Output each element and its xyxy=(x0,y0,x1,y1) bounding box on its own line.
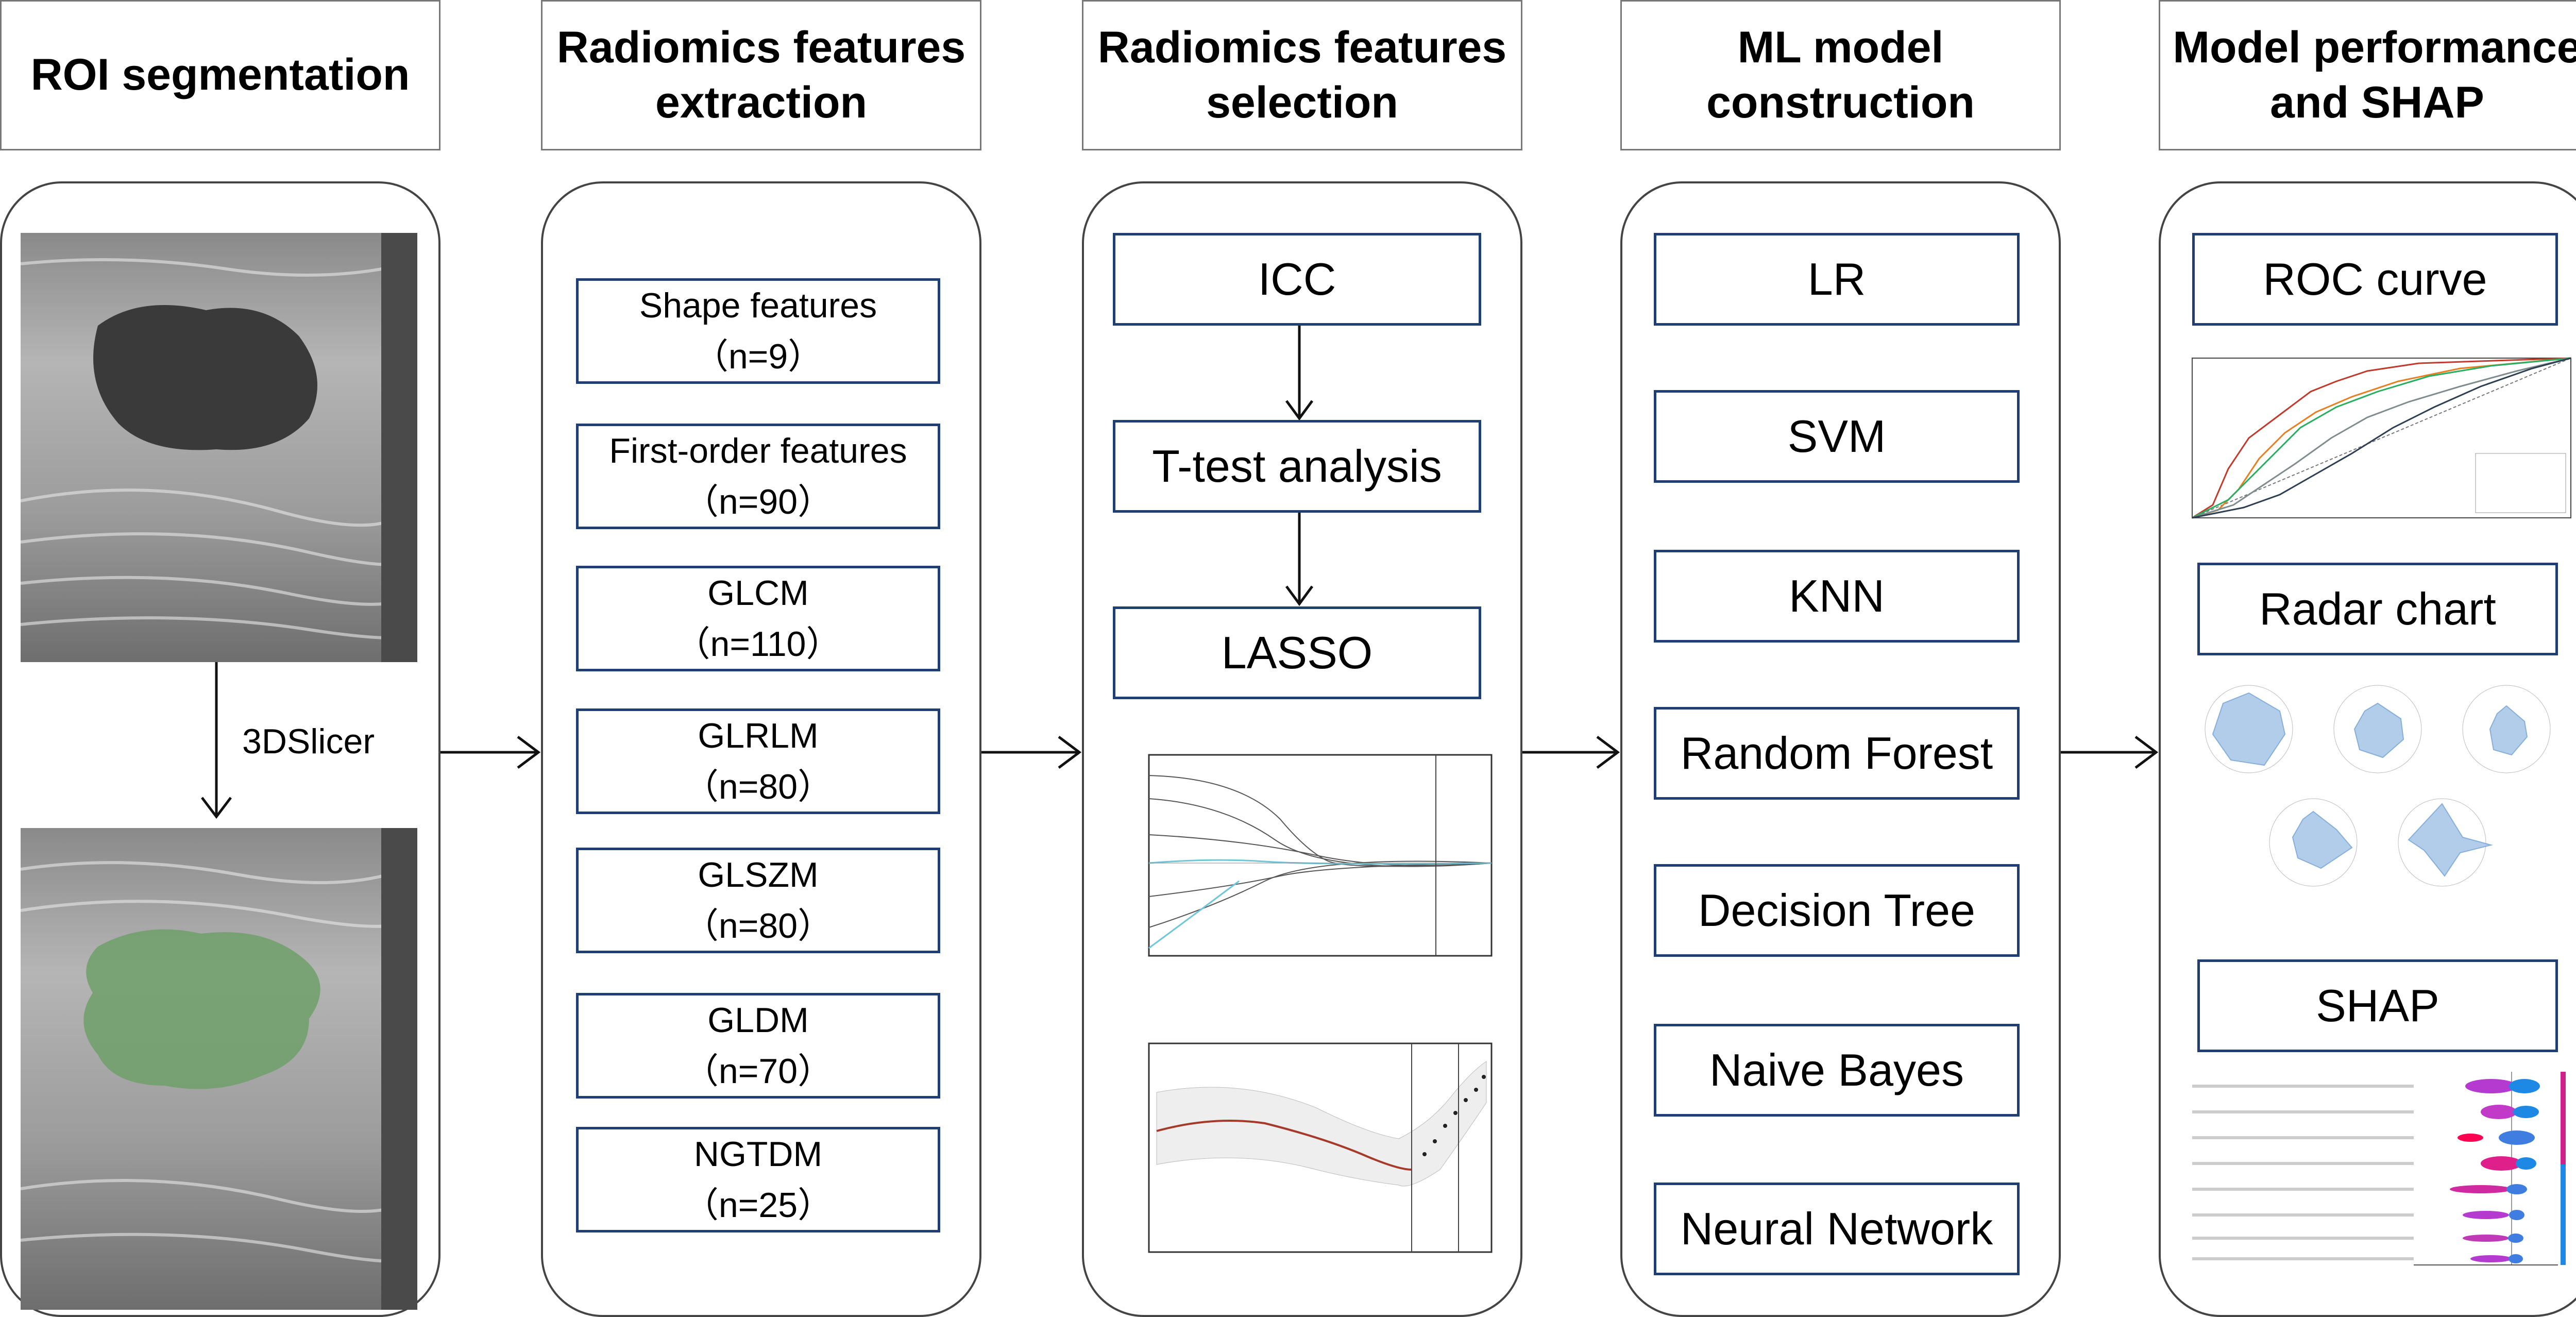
header-model-performance: Model performance and SHAP xyxy=(2159,0,2576,150)
model-box-knn: KNN xyxy=(1654,550,2020,643)
model-box-lr: LR xyxy=(1654,233,2020,326)
feature-name: NGTDM xyxy=(693,1134,823,1174)
model-box-decision-tree: Decision Tree xyxy=(1654,864,2020,957)
model-label: Naive Bayes xyxy=(1709,1044,1964,1096)
tool-label: 3DSlicer xyxy=(242,722,375,761)
perf-label: SHAP xyxy=(2316,980,2439,1032)
shap-summary-plot xyxy=(2182,1061,2573,1304)
feature-box-glcm: GLCM （n=110） xyxy=(576,566,940,671)
roc-curve-plot xyxy=(2182,350,2573,528)
ultrasound-image xyxy=(21,233,417,662)
radar-chart xyxy=(2205,685,2551,887)
model-box-random-forest: Random Forest xyxy=(1654,707,2020,800)
radar-chart-plots xyxy=(2182,672,2573,904)
perf-label: Radar chart xyxy=(2259,583,2496,635)
step-label: T-test analysis xyxy=(1152,441,1442,492)
model-label: Random Forest xyxy=(1680,728,1993,779)
arrow-ml xyxy=(1522,736,1620,769)
arrow-performance xyxy=(2061,736,2159,769)
header-text: Model performance xyxy=(2173,22,2576,72)
feature-box-gldm: GLDM （n=70） xyxy=(576,993,940,1099)
feature-count: （n=25） xyxy=(683,1185,833,1225)
feature-count: （n=9） xyxy=(693,336,823,376)
perf-box-radar: Radar chart xyxy=(2197,563,2558,655)
model-label: LR xyxy=(1807,254,1866,305)
header-ml-construction: ML model construction xyxy=(1620,0,2061,150)
feature-name: First-order features xyxy=(609,431,907,470)
step-label: ICC xyxy=(1258,254,1336,305)
model-label: KNN xyxy=(1789,570,1885,622)
feature-count: （n=110） xyxy=(675,624,841,664)
step-box-icc: ICC xyxy=(1113,233,1481,326)
model-label: Decision Tree xyxy=(1698,885,1975,936)
header-text: ML model xyxy=(1737,22,1944,72)
model-label: SVM xyxy=(1787,411,1886,462)
step-label: LASSO xyxy=(1221,627,1373,679)
header-text: selection xyxy=(1206,78,1398,127)
model-label: Neural Network xyxy=(1680,1203,1993,1255)
arrow-ttest-lasso xyxy=(1285,513,1314,606)
feature-box-glrlm: GLRLM （n=80） xyxy=(576,708,940,814)
feature-name: GLRLM xyxy=(698,716,819,755)
model-box-neural-network: Neural Network xyxy=(1654,1183,2020,1275)
model-box-naive-bayes: Naive Bayes xyxy=(1654,1024,2020,1117)
feature-box-ngtdm: NGTDM （n=25） xyxy=(576,1127,940,1232)
header-text: ROI segmentation xyxy=(30,50,410,100)
feature-name: GLSZM xyxy=(698,855,819,894)
lasso-cross-validation-plot xyxy=(1110,1015,1502,1283)
feature-box-shape: Shape features （n=9） xyxy=(576,278,940,384)
step-box-ttest: T-test analysis xyxy=(1113,420,1481,513)
feature-count: （n=70） xyxy=(683,1051,833,1091)
header-text: construction xyxy=(1706,78,1975,127)
arrow-icc-ttest xyxy=(1285,326,1314,421)
feature-name: GLCM xyxy=(707,573,809,613)
feature-box-glszm: GLSZM （n=80） xyxy=(576,848,940,953)
perf-label: ROC curve xyxy=(2263,254,2487,305)
perf-box-shap: SHAP xyxy=(2197,959,2558,1052)
roi-mask xyxy=(83,929,320,1089)
feature-count: （n=90） xyxy=(683,482,833,521)
arrow-segmentation-down xyxy=(201,662,232,819)
feature-name: GLDM xyxy=(707,1000,809,1040)
feature-count: （n=80） xyxy=(683,906,833,945)
header-feature-selection: Radiomics features selection xyxy=(1082,0,1522,150)
perf-box-roc: ROC curve xyxy=(2192,233,2558,326)
feature-count: （n=80） xyxy=(683,767,833,806)
header-text: extraction xyxy=(655,78,868,127)
header-feature-extraction: Radiomics features extraction xyxy=(541,0,981,150)
segmented-ultrasound-image xyxy=(21,828,417,1310)
model-box-svm: SVM xyxy=(1654,390,2020,483)
header-text: Radiomics features xyxy=(1097,22,1507,72)
feature-box-first-order: First-order features （n=90） xyxy=(576,424,940,529)
feature-name: Shape features xyxy=(639,285,877,325)
header-text: Radiomics features xyxy=(556,22,966,72)
header-text: and SHAP xyxy=(2270,78,2484,127)
arrow-extraction xyxy=(440,736,541,769)
lasso-coefficient-path-plot xyxy=(1110,727,1502,984)
step-box-lasso: LASSO xyxy=(1113,606,1481,699)
header-roi-segmentation: ROI segmentation xyxy=(0,0,440,150)
arrow-selection xyxy=(981,736,1082,769)
